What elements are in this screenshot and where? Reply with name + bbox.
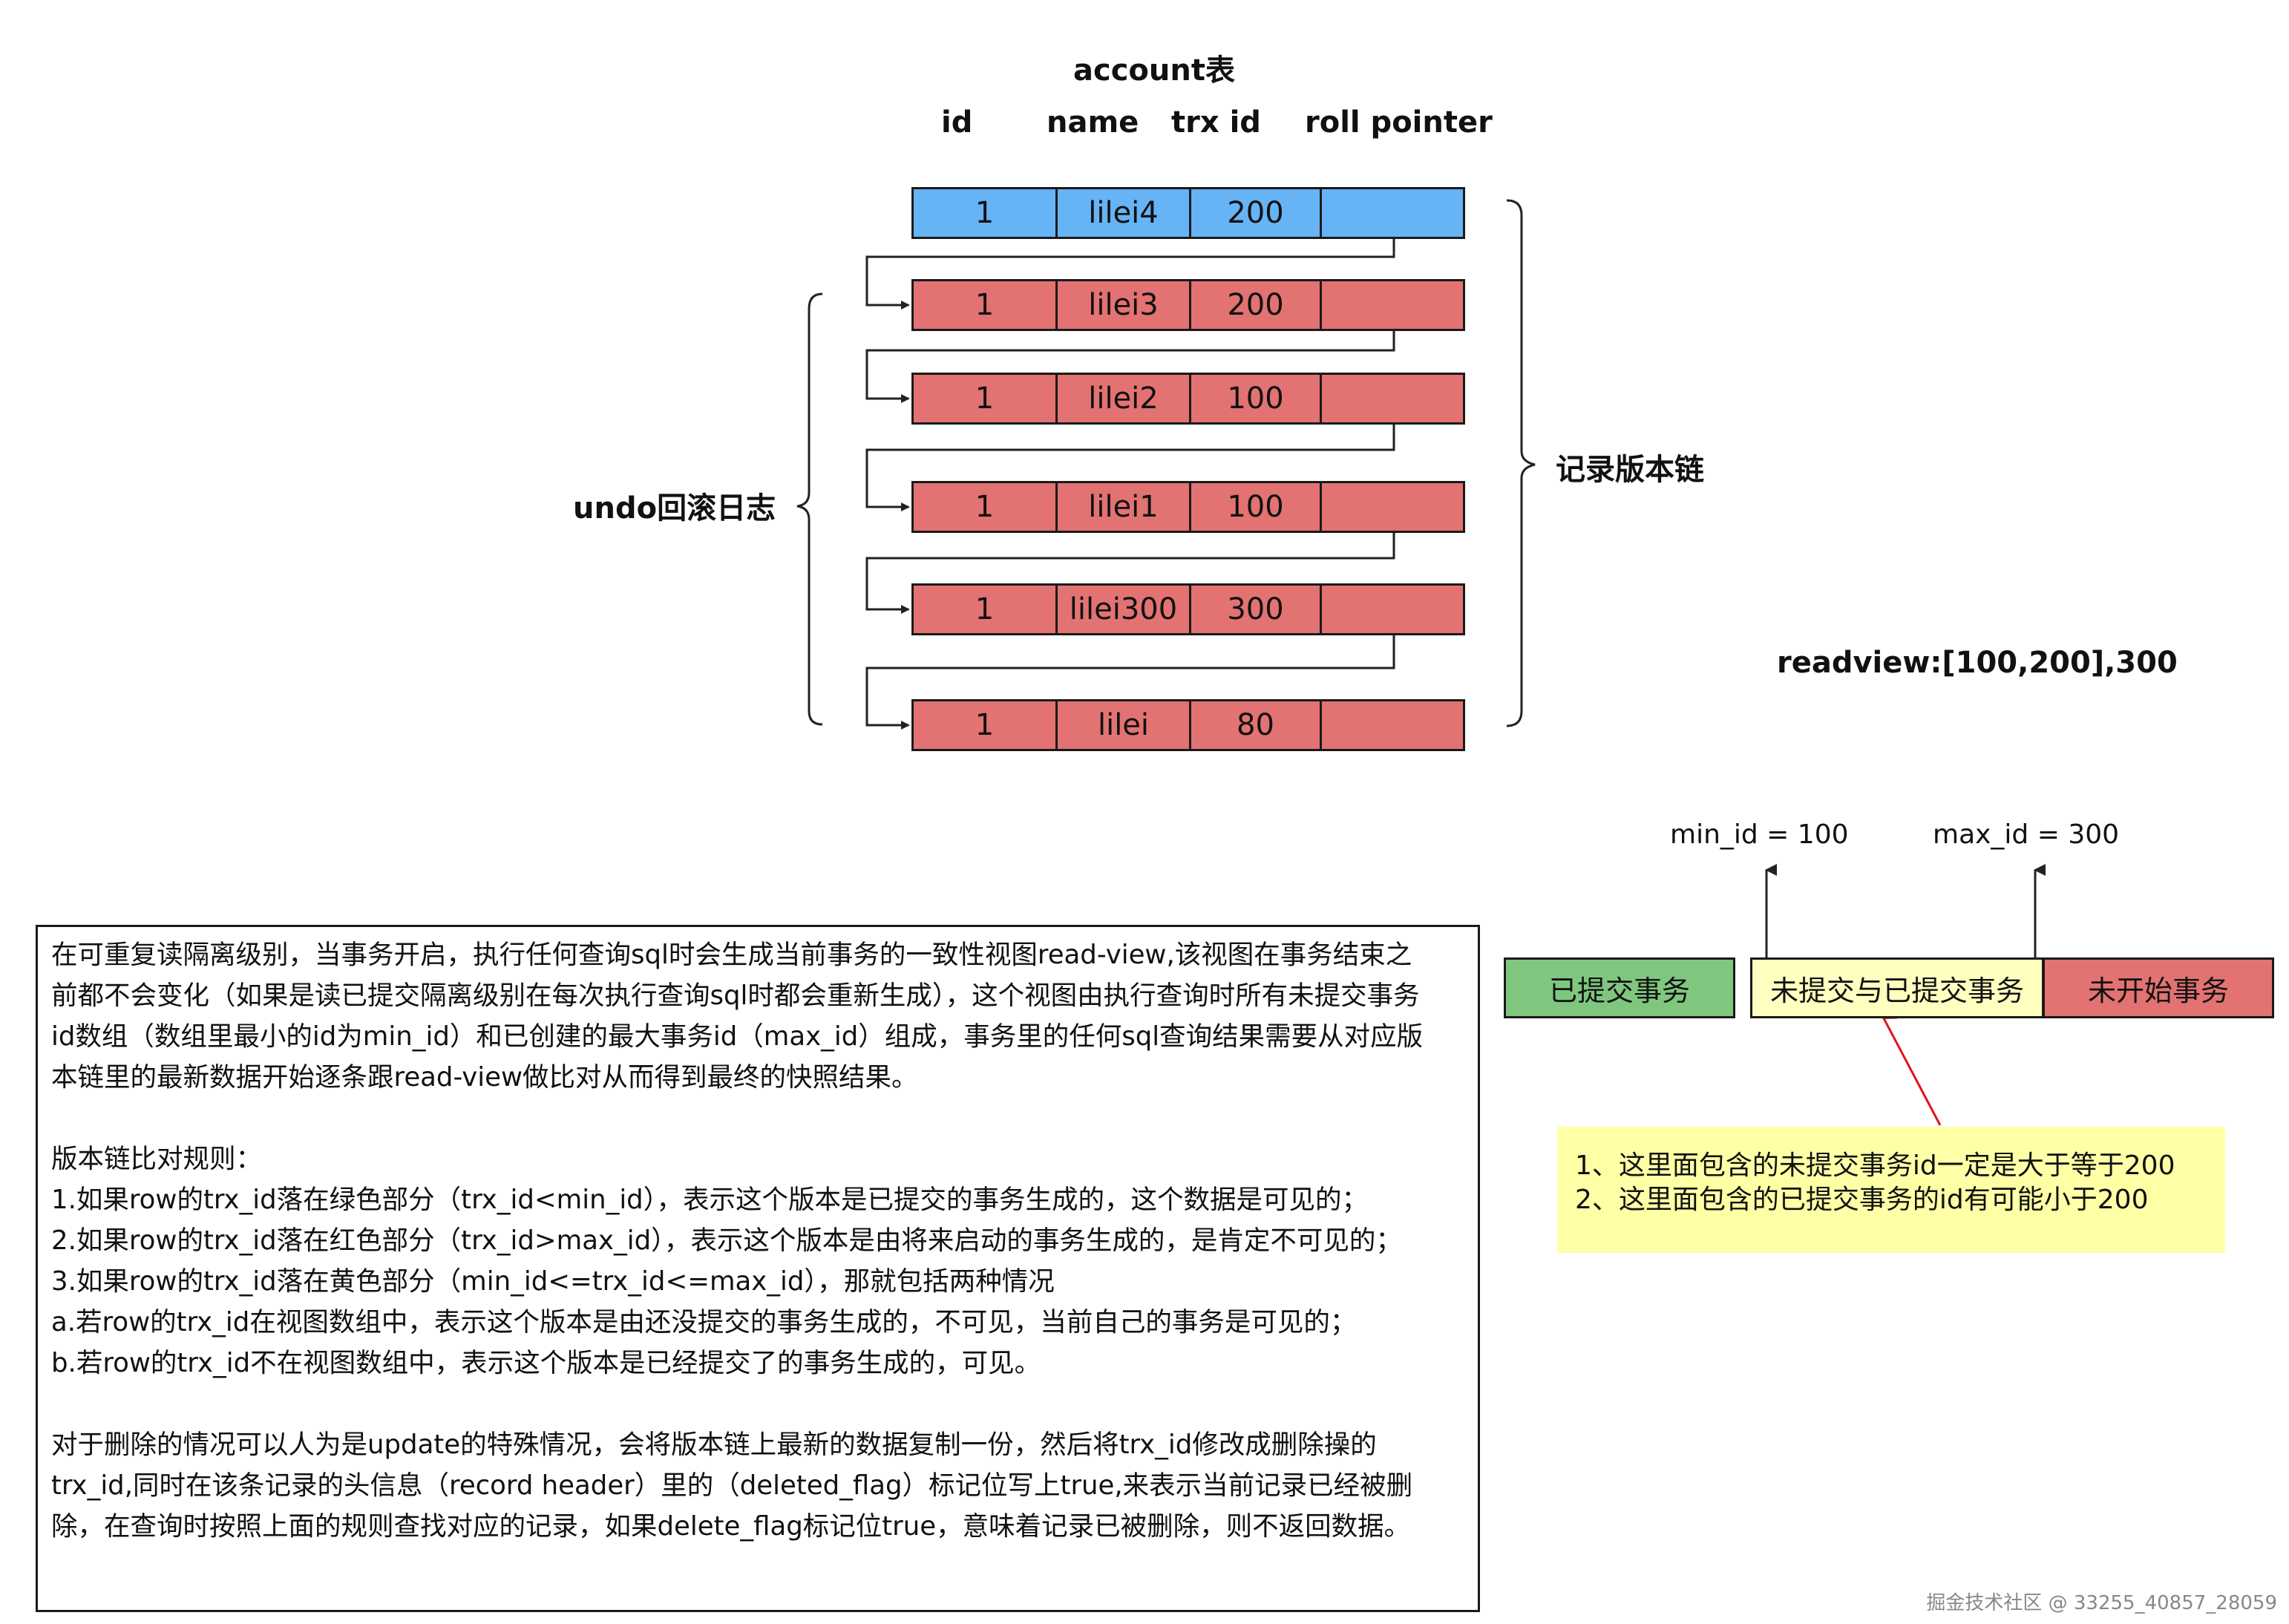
cell-name: lilei300 [1058, 586, 1191, 633]
note: 1、这里面包含的未提交事务id一定是大于等于200 2、这里面包含的已提交事务的… [1557, 1127, 2225, 1253]
roll-pointer-link [865, 239, 1395, 310]
header-trx-id: trx id [1171, 105, 1261, 140]
cell-trx-id: 80 [1191, 701, 1322, 749]
cell-trx-id: 200 [1191, 189, 1322, 237]
cell-name: lilei2 [1058, 375, 1191, 422]
cell-trx-id: 100 [1191, 483, 1322, 531]
roll-pointer-link [865, 331, 1395, 403]
cell-id: 1 [914, 483, 1058, 531]
cell-name: lilei [1058, 701, 1191, 749]
note-pointer-arrow [1882, 1006, 1942, 1126]
roll-pointer-link [865, 425, 1395, 511]
not-started-segment: 未开始事务 [2043, 957, 2274, 1018]
cell-id: 1 [914, 281, 1058, 329]
undo-log-label: undo回滚日志 [573, 491, 776, 525]
version-chain-label: 记录版本链 [1556, 453, 1704, 487]
header-roll-pointer: roll pointer [1305, 105, 1493, 140]
cell-id: 1 [914, 189, 1058, 237]
cell-trx-id: 100 [1191, 375, 1322, 422]
cell-id: 1 [914, 586, 1058, 633]
roll-pointer-link [865, 635, 1395, 730]
table-title: account表 [1073, 53, 1235, 88]
description-box: 在可重复读隔离级别，当事务开启，执行任何查询sql时会生成当前事务的一致性视图r… [36, 925, 1480, 1612]
roll-pointer-link [865, 533, 1395, 614]
mixed-segment: 未提交与已提交事务 [1750, 957, 2044, 1018]
current-row: 1 lilei4 200 [911, 187, 1465, 239]
max-id-label: max_id = 300 [1933, 819, 2120, 850]
cell-name: lilei4 [1058, 189, 1191, 237]
undo-row: 1 lilei1 100 [911, 481, 1465, 533]
right-brace [1506, 199, 1536, 727]
cell-trx-id: 300 [1191, 586, 1322, 633]
note-line-1: 1、这里面包含的未提交事务id一定是大于等于200 [1575, 1150, 2175, 1181]
cell-id: 1 [914, 701, 1058, 749]
readview-label: readview:[100,200],300 [1777, 646, 2178, 680]
committed-segment: 已提交事务 [1504, 957, 1735, 1018]
cell-id: 1 [914, 375, 1058, 422]
header-name: name [1047, 105, 1139, 140]
min-id-label: min_id = 100 [1670, 819, 1849, 850]
undo-row: 1 lilei 80 [911, 699, 1465, 751]
undo-row: 1 lilei3 200 [911, 279, 1465, 331]
cell-trx-id: 200 [1191, 281, 1322, 329]
header-id: id [941, 105, 973, 140]
cell-name: lilei3 [1058, 281, 1191, 329]
left-brace [796, 292, 823, 726]
note-line-2: 2、这里面包含的已提交事务的id有可能小于200 [1575, 1185, 2149, 1215]
undo-row: 1 lilei300 300 [911, 583, 1465, 635]
cell-name: lilei1 [1058, 483, 1191, 531]
undo-row: 1 lilei2 100 [911, 373, 1465, 425]
watermark: 掘金技术社区 @ 33255_40857_28059 [1926, 1592, 2277, 1614]
